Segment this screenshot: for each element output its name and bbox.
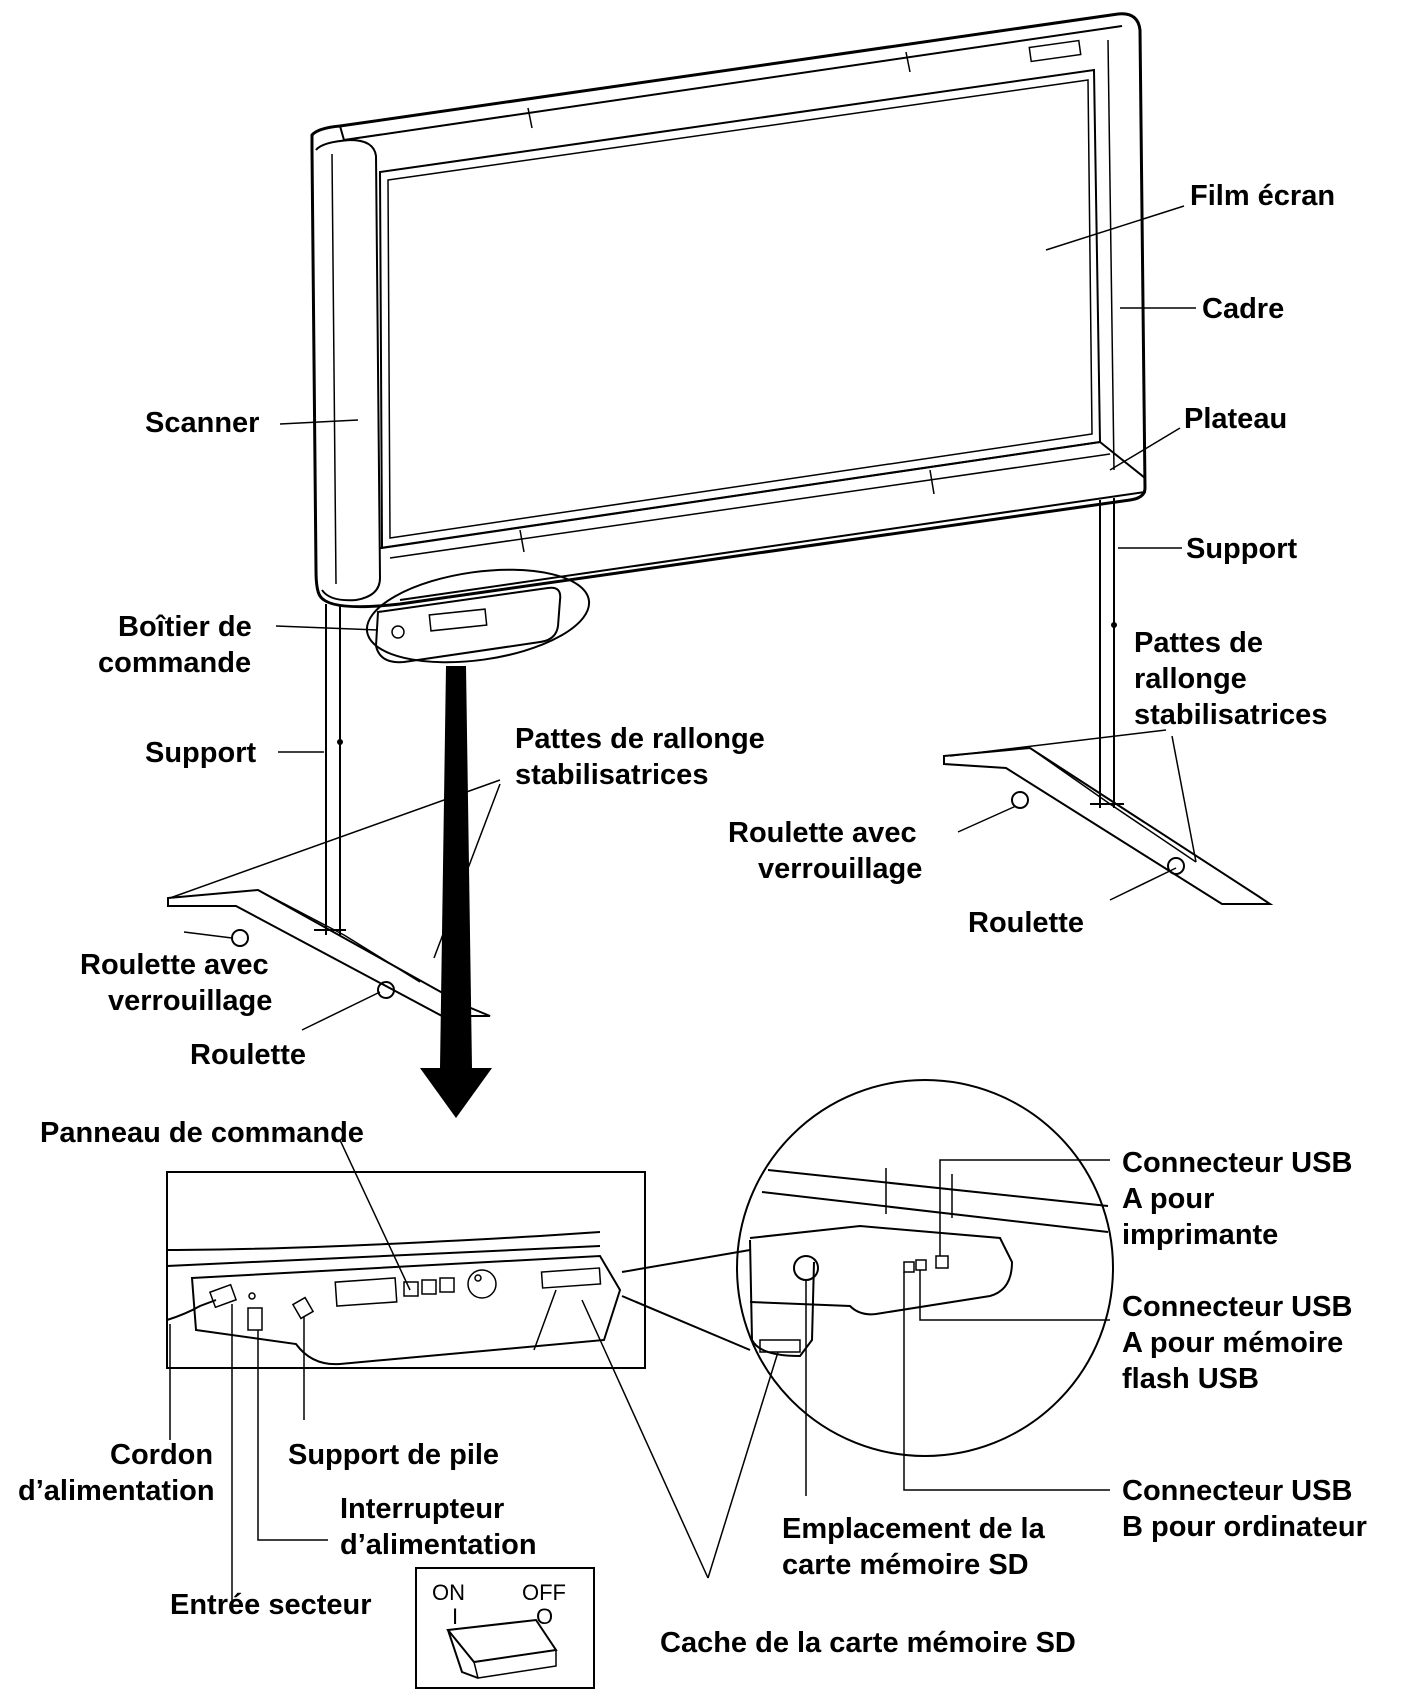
label-usb-pc-2: B pour ordinateur	[1122, 1511, 1367, 1543]
label-roulette-verrou-right-2: verrouillage	[758, 853, 922, 885]
label-entree: Entrée secteur	[170, 1589, 372, 1621]
label-pattes-right-1: Pattes de	[1134, 627, 1263, 659]
label-emplacement-1: Emplacement de la	[782, 1513, 1046, 1545]
control-panel-detail	[166, 1171, 646, 1369]
label-pattes-right-3: stabilisatrices	[1134, 699, 1327, 731]
label-usb-flash-2: A pour mémoire	[1122, 1327, 1343, 1359]
label-usb-flash-3: flash USB	[1122, 1363, 1259, 1395]
switch-off-label: OFF	[522, 1580, 566, 1605]
label-roulette-verrou-right-1: Roulette avec	[728, 817, 917, 849]
label-interrupteur-2: d’alimentation	[340, 1529, 537, 1561]
label-usb-pc-1: Connecteur USB	[1122, 1475, 1352, 1507]
label-cordon-2: d’alimentation	[18, 1475, 215, 1507]
label-plateau: Plateau	[1184, 403, 1287, 435]
connector-magnifier	[621, 1079, 1114, 1457]
switch-on-label: ON	[432, 1580, 465, 1605]
label-usb-flash-1: Connecteur USB	[1122, 1291, 1352, 1323]
label-scanner: Scanner	[145, 407, 259, 439]
label-roulette-right: Roulette	[968, 907, 1084, 939]
label-usb-printer-1: Connecteur USB	[1122, 1147, 1352, 1179]
label-panneau: Panneau de commande	[40, 1117, 364, 1149]
label-roulette-verrou-left-1: Roulette avec	[80, 949, 269, 981]
label-usb-printer-2: A pour	[1122, 1183, 1214, 1215]
right-stand	[943, 498, 1274, 905]
whiteboard-illustration	[310, 12, 1147, 664]
switch-off-symbol: O	[536, 1604, 553, 1629]
label-boitier-1: Boîtier de	[118, 611, 252, 643]
label-cadre: Cadre	[1202, 293, 1284, 325]
label-pattes-right-2: rallonge	[1134, 663, 1247, 695]
label-cordon-1: Cordon	[110, 1439, 213, 1471]
power-switch-inset	[415, 1567, 595, 1689]
label-emplacement-2: carte mémoire SD	[782, 1549, 1029, 1581]
label-boitier-2: commande	[98, 647, 251, 679]
label-roulette-verrou-left-2: verrouillage	[108, 985, 272, 1017]
labels: Film écran Cadre Scanner Plateau Support…	[18, 180, 1367, 1659]
label-film-ecran: Film écran	[1190, 180, 1335, 212]
label-usb-printer-3: imprimante	[1122, 1219, 1278, 1251]
switch-on-symbol: I	[452, 1604, 458, 1629]
leader-lines	[169, 205, 1197, 1610]
label-interrupteur-1: Interrupteur	[340, 1493, 504, 1525]
label-roulette-left: Roulette	[190, 1039, 306, 1071]
label-support-right: Support	[1186, 533, 1297, 565]
zoom-arrow	[420, 666, 492, 1118]
label-support-left: Support	[145, 737, 256, 769]
label-pattes-left-2: stabilisatrices	[515, 759, 708, 791]
label-pattes-left-1: Pattes de rallonge	[515, 723, 765, 755]
label-cache-sd: Cache de la carte mémoire SD	[660, 1627, 1076, 1659]
label-support-pile: Support de pile	[288, 1439, 499, 1471]
